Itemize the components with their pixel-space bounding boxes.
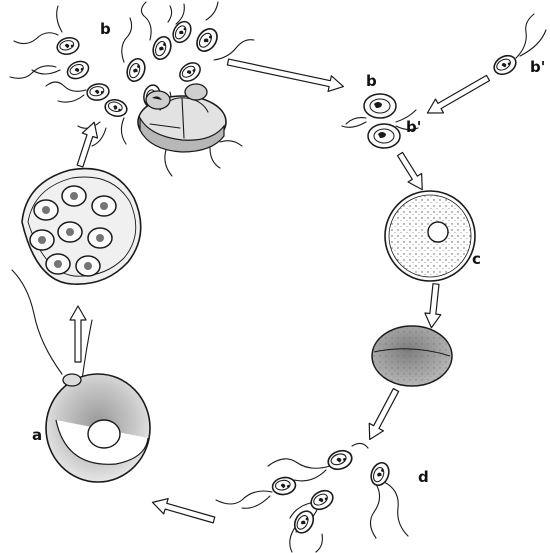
label-b-prime-fusing: b': [406, 118, 421, 136]
zygote-c: c: [385, 191, 481, 281]
label-b-prime-lone: b': [530, 58, 545, 76]
arrow-zoospores-to-mature: [150, 495, 216, 528]
arrow-mature-to-sporangium: [70, 306, 86, 362]
arrow-germinating-to-zoospores: [363, 386, 403, 443]
mature-cell-a: a: [12, 270, 150, 482]
label-b-cluster: b: [100, 20, 111, 38]
germinating-zygote: [372, 326, 452, 386]
empty-cell-wall: [138, 84, 226, 152]
lone-gamete-b-prime: b': [491, 14, 546, 78]
label-c: c: [472, 250, 481, 268]
zoospores-d: d: [216, 443, 429, 552]
label-b-fusing: b: [366, 72, 377, 90]
gamete-cluster-b: b: [10, 2, 254, 176]
arrow-lone-to-fusion: [423, 71, 492, 120]
gametangium: [22, 169, 141, 285]
label-d: d: [418, 468, 429, 486]
fusing-gametes: b b': [342, 72, 421, 148]
arrow-zygote-to-germinating: [423, 283, 444, 328]
arrow-fusion-to-zygote: [393, 150, 429, 194]
arrow-to-fusion: [226, 54, 345, 94]
arrow-sporangium-to-gametes: [72, 120, 101, 169]
label-a: a: [32, 426, 42, 444]
